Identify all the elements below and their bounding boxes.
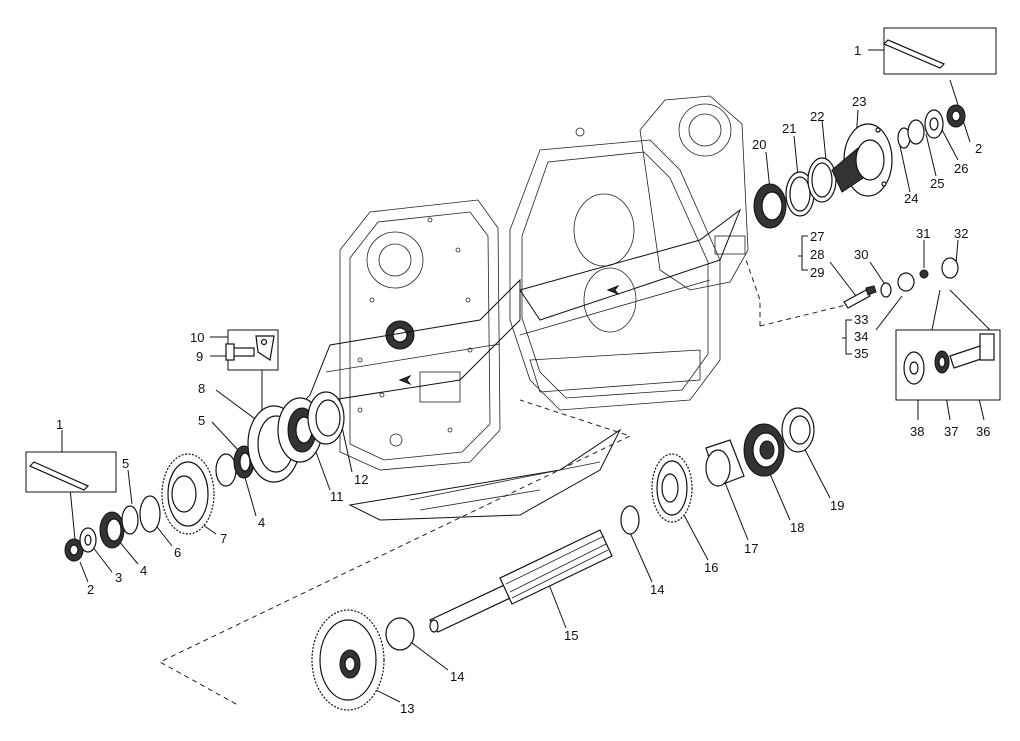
callout-19: 19 [830,498,844,513]
callout-29: 29 [810,265,824,280]
ring-22 [807,157,837,203]
callout-5: 5 [122,456,129,471]
callout-26: 26 [954,161,968,176]
bearing-4-left [99,511,125,549]
sensor-plug-27-29 [843,285,877,309]
callout-1: 1 [56,417,63,432]
snap-ring-14-lower [385,617,415,651]
callout-10: 10 [190,330,204,345]
callout-13: 13 [400,701,414,716]
callout-24: 24 [904,191,918,206]
front-housing [575,95,749,291]
washer-26 [924,109,944,139]
snap-ring-6 [139,495,161,533]
callout-5: 5 [198,413,205,428]
gear-16 [651,453,693,523]
callout-25: 25 [930,176,944,191]
callout-12: 12 [354,472,368,487]
plug-32 [941,257,959,279]
ring-25 [907,119,925,145]
callout-2: 2 [975,141,982,156]
callout-6: 6 [174,545,181,560]
callout-32: 32 [954,226,968,241]
bolt-9 [225,343,255,361]
callout-37: 37 [944,424,958,439]
castle-nut-right [946,104,966,128]
callout-18: 18 [790,520,804,535]
callout-14: 14 [450,669,464,684]
callout-34: 34 [854,329,868,344]
callout-21: 21 [782,121,796,136]
callout-17: 17 [744,541,758,556]
snap-ring-4-mid [215,453,237,487]
ring-21 [785,171,815,217]
callout-16: 16 [704,560,718,575]
callout-7: 7 [220,531,227,546]
callout-14: 14 [650,582,664,597]
callout-31: 31 [916,226,930,241]
callout-36: 36 [976,424,990,439]
split-pin-inset-left [25,451,117,493]
middle-housing [509,139,721,411]
gear-13 [311,609,385,711]
seal-12 [307,391,345,445]
callout-35: 35 [854,346,868,361]
callout-2: 2 [87,582,94,597]
bearing-19 [781,407,815,453]
callout-4: 4 [140,563,147,578]
nut-33-35 [897,272,915,292]
callout-38: 38 [910,424,924,439]
callout-9: 9 [196,349,203,364]
callout-30: 30 [854,247,868,262]
callout-3: 3 [115,570,122,585]
callout-15: 15 [564,628,578,643]
washer-38 [903,351,925,385]
shaft-15 [429,529,613,633]
callout-8: 8 [198,381,205,396]
seal-20 [753,183,787,229]
callout-27: 27 [810,229,824,244]
plug-31 [919,269,929,279]
callout-33: 33 [854,312,868,327]
bolt-36 [949,333,995,369]
split-pin-left [28,461,90,491]
dashed-assembly-paths [158,259,851,705]
callout-23: 23 [852,94,866,109]
callout-4: 4 [258,515,265,530]
part-callouts: 1 1 2 2 3 4 4 5 5 6 7 8 9 10 11 12 13 14… [56,43,990,716]
washer-30 [880,282,892,298]
callout-20: 20 [752,137,766,152]
lock-plate-10 [255,335,275,362]
snap-ring-14-upper [620,505,640,535]
castle-nut-left [64,538,84,562]
sleeve-17 [705,439,745,487]
callout-28: 28 [810,247,824,262]
bearing-18 [743,423,785,477]
gear-7 [161,453,215,535]
ring-5-left [121,505,139,535]
callout-1: 1 [854,43,861,58]
callout-22: 22 [810,109,824,124]
split-pin-right [882,39,946,69]
seal-37 [934,350,950,374]
flange-23 [831,123,893,197]
rear-housing [339,199,501,471]
callout-11: 11 [330,489,344,504]
washer-3 [79,527,97,553]
